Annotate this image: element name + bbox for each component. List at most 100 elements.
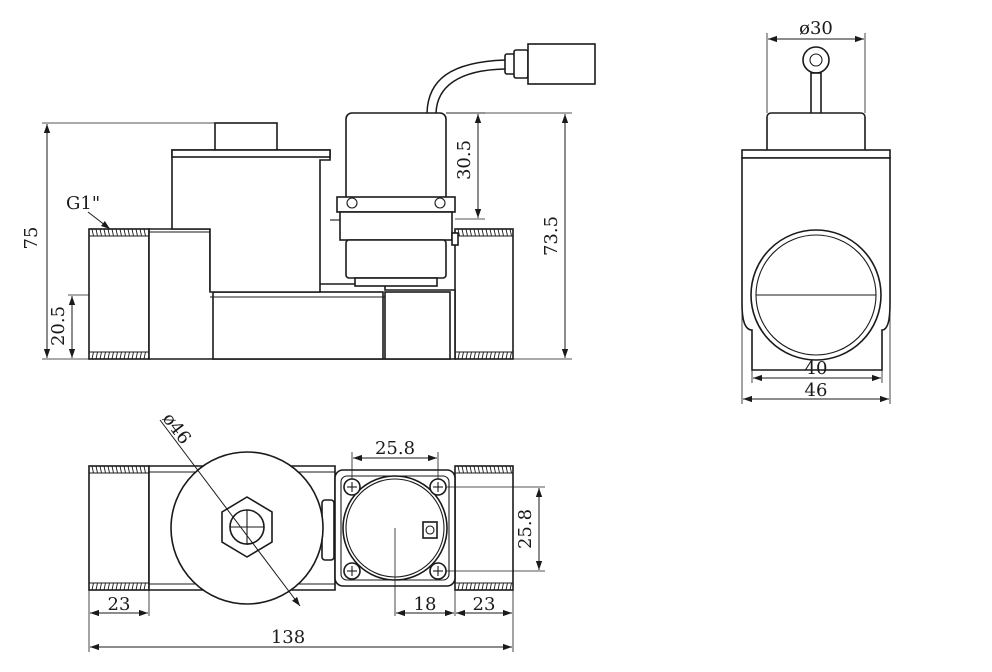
- dim-side-solenoid-diameter: ø30: [766, 18, 866, 113]
- thread-line: [469, 228, 472, 237]
- thread-line: [481, 228, 484, 237]
- thread-line: [123, 465, 126, 474]
- thread-line: [509, 465, 512, 474]
- thread-line: [99, 582, 102, 591]
- thread-line: [111, 228, 114, 237]
- thread-line: [473, 351, 476, 360]
- thread-callout: G1": [66, 193, 111, 230]
- thread-line: [461, 582, 464, 591]
- thread-line: [91, 582, 94, 591]
- thread-line: [477, 228, 480, 237]
- dim-top-screw-spacing-v-label: 25.8: [515, 509, 536, 549]
- thread-line: [99, 351, 102, 360]
- dim-top-offset: 18: [394, 528, 456, 617]
- thread-line: [115, 228, 118, 237]
- thread-line: [139, 582, 142, 591]
- thread-line: [465, 228, 468, 237]
- dim-top-screw-spacing-h-label: 25.8: [375, 438, 415, 459]
- thread-line: [131, 351, 134, 360]
- side-view: ø30 40 46: [741, 18, 891, 404]
- thread-line: [111, 582, 114, 591]
- thread-line: [91, 465, 94, 474]
- thread-line: [123, 351, 126, 360]
- thread-line: [481, 351, 484, 360]
- dim-front-total-height-label: 75: [21, 227, 42, 250]
- dim-front-solenoid-height-label: 30.5: [454, 140, 475, 180]
- dim-front-right-height: 73.5: [446, 112, 572, 360]
- thread-line: [123, 582, 126, 591]
- top-right-thread: [454, 465, 514, 591]
- thread-line: [127, 465, 130, 474]
- dim-top-screw-spacing-v: 25.8: [446, 486, 545, 572]
- thread-line: [493, 351, 496, 360]
- thread-line: [493, 582, 496, 591]
- thread-line: [111, 351, 114, 360]
- thread-line: [469, 582, 472, 591]
- thread-line: [489, 228, 492, 237]
- thread-line: [107, 351, 110, 360]
- thread-line: [493, 228, 496, 237]
- top-view: ø46 25.8 25.8 23 18: [88, 409, 545, 652]
- thread-line: [95, 351, 98, 360]
- thread-line: [103, 582, 106, 591]
- thread-line: [509, 228, 512, 237]
- thread-line: [91, 228, 94, 237]
- thread-line: [465, 351, 468, 360]
- front-left-thread: [88, 228, 150, 360]
- thread-line: [497, 351, 500, 360]
- thread-line: [119, 351, 122, 360]
- thread-line: [461, 465, 464, 474]
- thread-line: [485, 465, 488, 474]
- dim-front-port-height: 20.5: [48, 294, 89, 358]
- thread-line: [99, 228, 102, 237]
- thread-line: [501, 351, 504, 360]
- thread-line: [489, 351, 492, 360]
- thread-line: [119, 228, 122, 237]
- thread-line: [505, 228, 508, 237]
- thread-line: [95, 582, 98, 591]
- thread-line: [485, 351, 488, 360]
- side-cable-ring: [802, 46, 830, 118]
- dim-top-chamber-diameter-label: ø46: [158, 409, 195, 449]
- thread-line: [509, 351, 512, 360]
- thread-line: [457, 582, 460, 591]
- dim-top-right-thread-label: 23: [473, 594, 496, 615]
- dim-top-right-thread: 23: [456, 590, 514, 652]
- dim-side-outer-width: 46: [741, 304, 891, 404]
- thread-line: [477, 582, 480, 591]
- thread-line: [119, 582, 122, 591]
- thread-line: [139, 228, 142, 237]
- thread-line: [115, 351, 118, 360]
- thread-line: [477, 351, 480, 360]
- thread-line: [103, 351, 106, 360]
- thread-line: [135, 351, 138, 360]
- dim-side-solenoid-diameter-label: ø30: [799, 18, 833, 39]
- thread-line: [91, 351, 94, 360]
- thread-label: G1": [66, 193, 100, 214]
- screw-icon: [343, 478, 361, 496]
- thread-line: [485, 582, 488, 591]
- top-left-thread: [88, 465, 150, 591]
- front-view: 75 20.5 G1" 30.5 73.5: [21, 43, 596, 360]
- thread-line: [143, 351, 146, 360]
- screw-icon: [429, 562, 447, 580]
- dim-top-left-thread-label: 23: [108, 594, 131, 615]
- thread-line: [505, 351, 508, 360]
- thread-line: [135, 228, 138, 237]
- thread-line: [95, 228, 98, 237]
- thread-line: [481, 465, 484, 474]
- thread-line: [111, 465, 114, 474]
- thread-line: [127, 582, 130, 591]
- dim-front-total-height: 75: [21, 122, 215, 360]
- thread-line: [127, 228, 130, 237]
- thread-line: [107, 465, 110, 474]
- thread-line: [501, 228, 504, 237]
- thread-line: [469, 351, 472, 360]
- thread-line: [465, 465, 468, 474]
- screw-icon: [343, 562, 361, 580]
- thread-line: [143, 582, 146, 591]
- thread-line: [103, 465, 106, 474]
- thread-line: [489, 465, 492, 474]
- thread-line: [107, 582, 110, 591]
